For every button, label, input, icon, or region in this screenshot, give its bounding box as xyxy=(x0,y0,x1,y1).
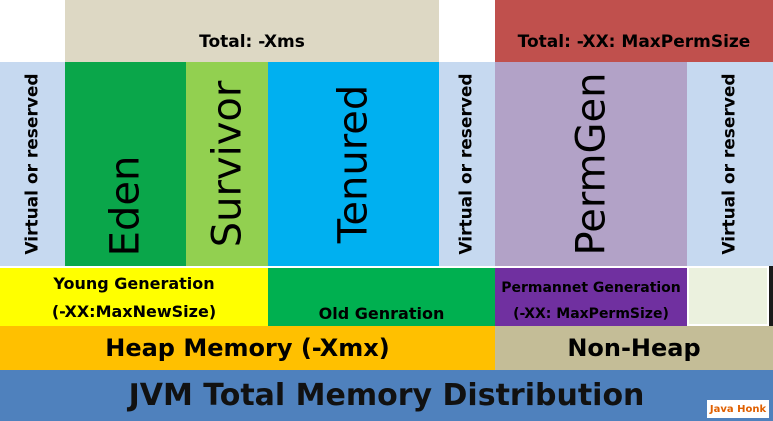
heap-memory-label: Heap Memory (-Xmx) xyxy=(105,334,390,362)
watermark-badge: Java Honk xyxy=(707,400,769,418)
watermark-text: Java Honk xyxy=(709,403,767,415)
tenured-segment: Tenured xyxy=(268,62,439,266)
permgen-segment: PermGen xyxy=(495,62,687,266)
young-generation-label: Young Generation xyxy=(53,274,215,293)
survivor-label: Survivor xyxy=(204,80,250,248)
non-heap-area: Non-Heap xyxy=(495,326,773,370)
perm-virtual-edge xyxy=(769,266,773,326)
young-generation-option: (-XX:MaxNewSize) xyxy=(51,302,217,321)
heap-total-text: Total: -Xms xyxy=(199,32,305,52)
permanent-generation-label: Permannet Generation xyxy=(501,280,681,296)
permanent-generation-option: (-XX: MaxPermSize) xyxy=(513,306,669,322)
permanent-generation: Permannet Generation (-XX: MaxPermSize) xyxy=(495,266,687,326)
eden-label: Eden xyxy=(102,155,149,257)
jvm-total-memory-title: JVM Total Memory Distribution xyxy=(128,378,645,413)
jvm-total-memory-banner: JVM Total Memory Distribution xyxy=(0,370,773,421)
old-generation: Old Genration xyxy=(268,266,495,326)
virtual-mid-label: Virtual or reserved xyxy=(457,73,478,255)
heap-total-label: Total: -Xms xyxy=(65,0,439,62)
heap-memory-area: Heap Memory (-Xmx) xyxy=(0,326,495,370)
young-generation: Young Generation (-XX:MaxNewSize) xyxy=(0,266,268,326)
permgen-total-text: Total: -XX: MaxPermSize xyxy=(517,32,751,52)
virtual-reserved-mid: Virtual or reserved xyxy=(439,62,495,266)
permgen-total-label: Total: -XX: MaxPermSize xyxy=(495,0,773,62)
tenured-label: Tenured xyxy=(330,84,377,244)
virtual-left-label: Virtual or reserved xyxy=(22,73,43,255)
perm-virtual-spacer xyxy=(687,266,769,326)
old-generation-label: Old Genration xyxy=(318,304,445,323)
virtual-right-label: Virtual or reserved xyxy=(720,73,741,255)
virtual-reserved-right: Virtual or reserved xyxy=(687,62,773,266)
survivor-segment: Survivor xyxy=(186,62,268,266)
permgen-label: PermGen xyxy=(568,72,614,256)
virtual-reserved-left: Virtual or reserved xyxy=(0,62,65,266)
non-heap-label: Non-Heap xyxy=(567,334,701,362)
eden-segment: Eden xyxy=(65,62,186,266)
